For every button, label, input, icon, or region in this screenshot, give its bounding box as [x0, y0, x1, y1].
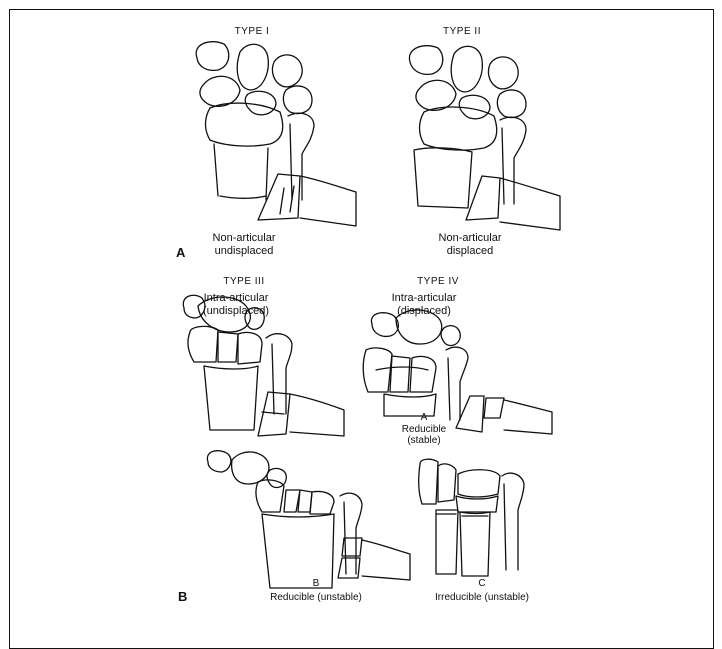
wrist-fracture-illustrations: [0, 0, 722, 628]
type4a-caption-line1: Reducible: [402, 424, 446, 436]
type4c-wrist-illustration: [419, 459, 524, 576]
type4b-wrist-illustration: [207, 451, 410, 588]
type4-title: TYPE IV: [417, 276, 459, 288]
type4a-letter: A: [402, 412, 446, 424]
type4a-wrist-illustration: [363, 310, 552, 434]
type1-wrist-illustration: [196, 42, 356, 226]
type3-title: TYPE III: [223, 276, 264, 288]
type3-caption-line2: (undisplaced): [203, 305, 269, 318]
type4b-letter: B: [313, 578, 320, 590]
type4-caption: Intra-articular (displaced): [392, 292, 457, 317]
type1-caption-line1: Non-articular: [213, 232, 276, 245]
type4-caption-line1: Intra-articular: [392, 292, 457, 305]
type4b-caption: Reducible (unstable): [270, 592, 362, 604]
type2-title: TYPE II: [443, 26, 481, 38]
type4a-caption-line2: (stable): [402, 435, 446, 447]
type1-caption-line2: undisplaced: [213, 245, 276, 258]
type2-caption-line2: displaced: [439, 245, 502, 258]
type2-caption: Non-articular displaced: [439, 232, 502, 257]
type1-title: TYPE I: [235, 26, 270, 38]
panel-a-letter: A: [176, 246, 185, 261]
type4-caption-line2: (displaced): [392, 305, 457, 318]
type4c-caption: Irreducible (unstable): [435, 592, 529, 604]
type4a-caption: A Reducible (stable): [402, 412, 446, 447]
type3-caption: Intra-articular (undisplaced): [203, 292, 269, 317]
type2-wrist-illustration: [409, 46, 560, 230]
type4c-letter: C: [478, 578, 485, 590]
type2-caption-line1: Non-articular: [439, 232, 502, 245]
type1-caption: Non-articular undisplaced: [213, 232, 276, 257]
type3-caption-line1: Intra-articular: [203, 292, 269, 305]
panel-b-letter: B: [178, 590, 187, 605]
